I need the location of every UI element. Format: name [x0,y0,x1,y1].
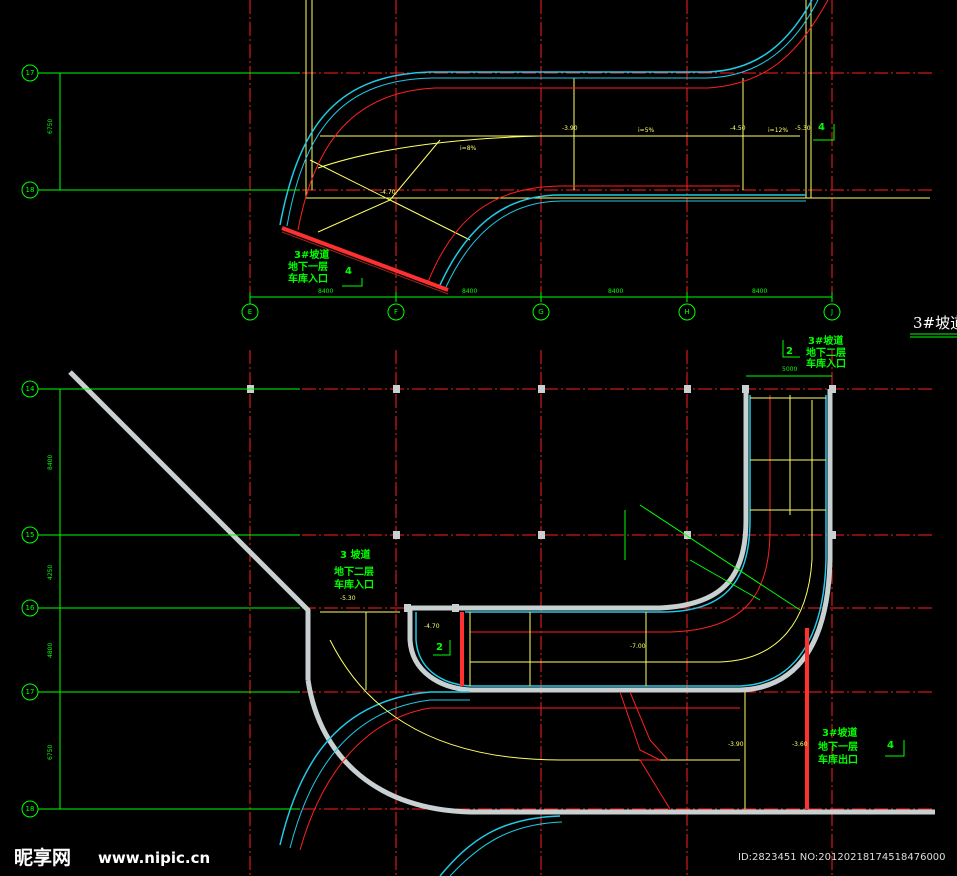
bottom-ramp-structure [320,395,826,809]
bottom-annotations: 8400 4250 4800 6750 5000 -5.30 -4.70 -3.… [47,334,894,766]
grid-label-17-bottom: 17 [26,688,35,696]
grid-label-18-top: 18 [26,186,35,194]
top-level-2: -4.50 [730,125,746,132]
top-ramp-curves [279,0,829,295]
bottom-level-3: -3.90 [728,741,744,748]
exit-label-line3: 车库出口 [818,753,858,766]
bottom-grid-bubbles: 14 15 16 17 18 [21,380,39,818]
grid-label-g: G [538,308,543,316]
entry-label-line3: 车库入口 [806,357,846,370]
grid-label-18-bottom: 18 [26,805,35,813]
bottom-level-4: -7.00 [630,643,646,650]
top-ramp-label-line2: 地下一层 [288,260,328,273]
top-axis-grid [60,0,935,300]
top-dim-1: 8400 [318,288,333,295]
bottom-level-5: -3.60 [792,741,808,748]
mid-label-line2: 地下二层 [334,565,374,578]
grid-label-j: J [830,308,833,316]
bottom-dim-2: 4250 [47,565,54,580]
grid-label-14: 14 [26,385,35,393]
top-dimensions [38,72,835,302]
top-level-3: -5.30 [795,125,811,132]
top-slope-2: i=12% [768,127,788,134]
grid-label-17-top: 17 [26,69,35,77]
side-title: 3#坡道 [910,314,957,338]
mid-label-line1: 3 坡道 [340,548,370,561]
grid-label-f: F [394,308,398,316]
grid-label-e: E [248,308,252,316]
bottom-level-1: -5.30 [340,595,356,602]
mid-label-line3: 车库入口 [334,578,374,591]
exit-label-line2: 地下一层 [818,740,858,753]
top-slope-1: i=5% [638,127,655,134]
top-ramp-label-line1: 3#坡道 [294,248,329,261]
top-dim-left: 6750 [47,119,54,134]
bottom-dim-3: 4800 [47,643,54,658]
grid-label-h: H [684,308,689,316]
bottom-ramp-curves [279,395,827,876]
top-section-mark-a: 4 [345,266,352,277]
bottom-level-2: -4.70 [424,623,440,630]
top-dim-4: 8400 [752,288,767,295]
top-annotations: 8400 8400 8400 8400 6750 -3.90 -4.50 -5.… [47,119,825,295]
top-building-outline [305,0,930,241]
bottom-axis-grid [60,350,935,876]
top-dim-3: 8400 [608,288,623,295]
entry-label-line1: 3#坡道 [808,334,843,347]
watermark: 昵享网 www.nipic.cn ID:2823451 NO:201202181… [14,846,946,869]
bottom-dim-top: 5000 [782,366,797,373]
image-id: ID:2823451 NO:20120218174518476000 [738,852,946,863]
grid-label-15: 15 [26,531,35,539]
bottom-dimensions [38,340,905,810]
watermark-url: www.nipic.cn [98,849,210,867]
mid-section-mark: 2 [436,642,443,653]
top-slope-3: i=8% [460,145,477,152]
top-dim-2: 8400 [462,288,477,295]
exit-label-line1: 3#坡道 [822,726,857,739]
exit-section-mark: 4 [887,740,894,751]
bottom-dim-4: 6750 [47,745,54,760]
top-level-4: -4.70 [380,189,396,196]
side-title-text: 3#坡道 [913,314,957,332]
top-section-mark-b: 4 [818,122,825,133]
grid-label-16: 16 [26,604,35,612]
entry-label-line2: 地下二层 [806,346,846,359]
bottom-dim-1: 8400 [47,455,54,470]
watermark-brand: 昵享网 [14,846,71,869]
entry-section-mark: 2 [786,346,793,357]
top-grid-bubbles: 17 18 E F G H J [21,64,841,321]
top-level-1: -3.90 [562,125,578,132]
top-ramp-label-line3: 车库入口 [288,272,328,285]
